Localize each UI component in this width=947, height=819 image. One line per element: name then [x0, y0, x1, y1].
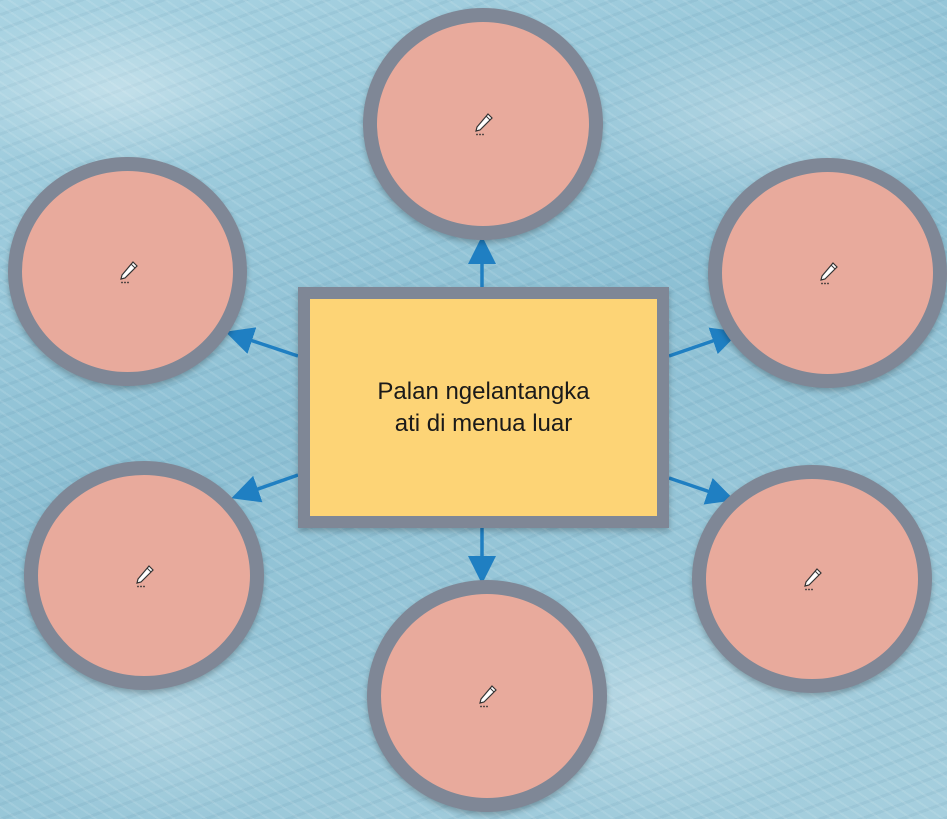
node-upper-right[interactable]	[708, 158, 947, 388]
node-lower-right[interactable]	[692, 465, 932, 693]
node-upper-left[interactable]	[8, 157, 247, 386]
center-topic-box: Palan ngelantangka ati di menua luar	[298, 287, 669, 528]
pen-icon	[119, 260, 138, 283]
pen-icon	[804, 568, 822, 591]
node-top[interactable]	[363, 8, 603, 240]
pen-icon	[479, 685, 497, 708]
pen-icon	[819, 262, 838, 285]
pen-icon	[136, 564, 154, 587]
node-bottom[interactable]	[367, 580, 607, 812]
arrow-to-upper-left	[225, 327, 299, 358]
center-topic-text: Palan ngelantangka ati di menua luar	[377, 377, 590, 437]
node-lower-left[interactable]	[24, 461, 264, 690]
arrow-to-lower-left	[231, 473, 299, 503]
arrow-to-lower-right	[668, 476, 735, 505]
pen-icon	[475, 113, 493, 136]
arrow-to-upper-right	[668, 327, 740, 358]
